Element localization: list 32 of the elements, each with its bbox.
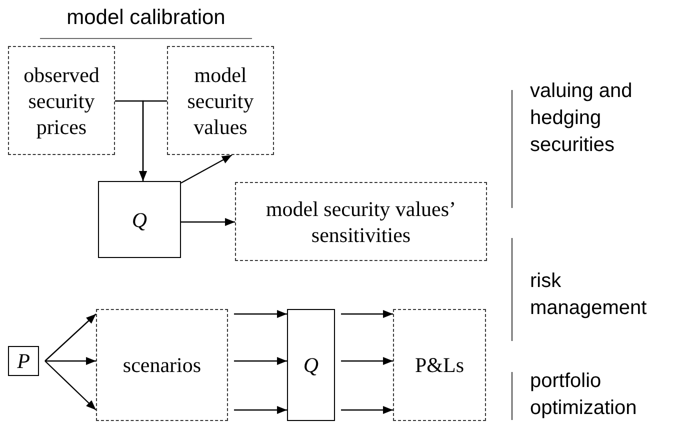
operator-box: [8, 346, 39, 376]
operator-box: [287, 309, 335, 421]
process-box: [235, 182, 487, 261]
arrow: [44, 360, 96, 410]
process-box: [8, 46, 115, 155]
arrow: [234, 357, 287, 365]
section-label: risk management: [530, 269, 648, 321]
arrow: [180, 154, 232, 184]
node-label: scenarios: [122, 352, 202, 378]
arrow: [44, 314, 96, 362]
title: model calibration: [40, 4, 252, 39]
symbol-label: P: [17, 348, 30, 374]
arrow: [341, 406, 393, 414]
arrow: [341, 310, 393, 318]
node-label: model security values’ sensitivities: [264, 196, 458, 248]
section-label: valuing and hedging securities: [530, 79, 634, 158]
process-box: [393, 309, 486, 421]
node-label: observed security prices: [22, 62, 100, 140]
node-label: P&Ls: [414, 352, 464, 378]
arrow: [45, 357, 96, 365]
node-label: model security values: [186, 62, 255, 140]
process-box: [96, 309, 228, 421]
process-box: [167, 46, 274, 155]
section-label: portfolio optimization: [530, 369, 638, 421]
arrow: [181, 218, 235, 226]
symbol-label: Q: [132, 206, 148, 232]
arrow: [234, 310, 287, 318]
operator-box: [98, 181, 181, 258]
arrow: [341, 357, 393, 365]
arrow: [139, 100, 167, 181]
arrow: [234, 406, 287, 414]
symbol-label: Q: [303, 352, 319, 378]
